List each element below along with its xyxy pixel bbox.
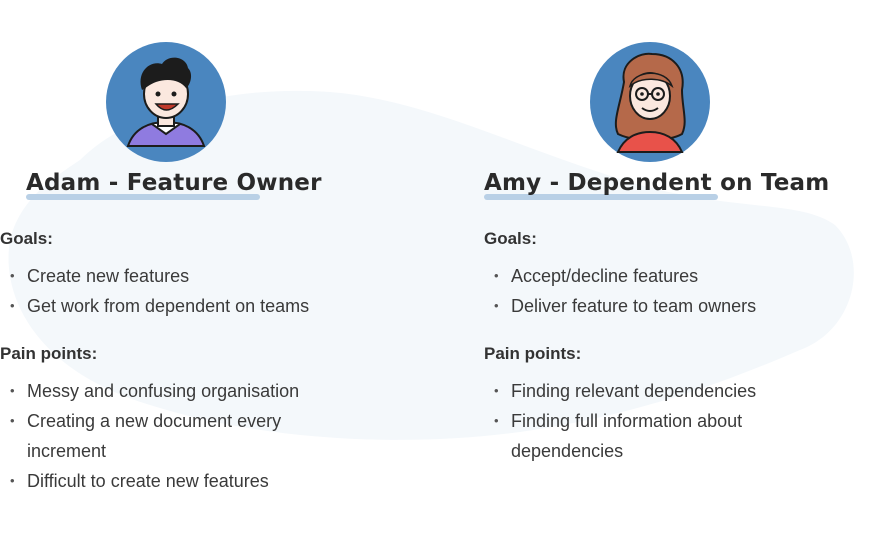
list-item: Creating a new document every increment [0,406,320,466]
pain-points-heading: Pain points: [484,344,582,363]
female-cartoon-avatar-icon [590,42,710,162]
name-underline [26,194,260,200]
goals-heading: Goals: [484,229,537,248]
persona-name-wrap: Amy - Dependent on Team [484,170,830,200]
list-item: Get work from dependent on teams [0,291,330,321]
list-item: Accept/decline features [484,261,784,291]
goals-heading: Goals: [0,229,53,248]
name-underline [484,194,718,200]
male-cartoon-avatar-icon [106,42,226,162]
pain-points-heading: Pain points: [0,344,98,363]
list-item: Messy and confusing organisation [0,376,320,406]
list-item: Finding full information about dependenc… [484,406,784,466]
pain-points-list: Finding relevant dependencies Finding fu… [484,376,784,466]
persona-name: Adam - Feature Owner [26,170,322,196]
pain-points-list: Messy and confusing organisation Creatin… [0,376,320,496]
list-item: Deliver feature to team owners [484,291,784,321]
goals-list: Create new features Get work from depend… [0,261,330,321]
persona-name-wrap: Adam - Feature Owner [26,170,322,200]
list-item: Difficult to create new features [0,466,320,496]
goals-list: Accept/decline features Deliver feature … [484,261,784,321]
persona-name: Amy - Dependent on Team [484,170,830,196]
list-item: Create new features [0,261,330,291]
list-item: Finding relevant dependencies [484,376,784,406]
